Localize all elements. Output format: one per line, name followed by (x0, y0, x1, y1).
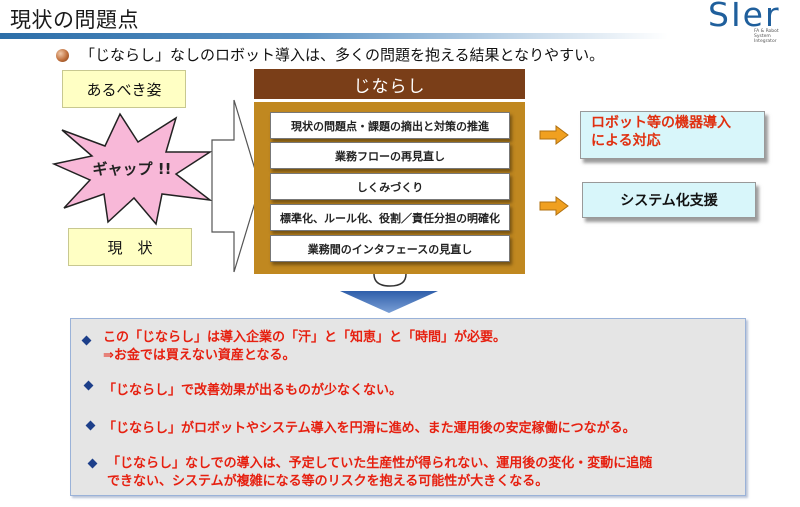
jinarashi-item: 業務フローの再見直し (270, 142, 510, 169)
right-arrow-icon (539, 196, 569, 216)
robot-introduction-box: ロボット等の機器導入 による対応 (580, 111, 765, 159)
ideal-state-box: あるべき姿 (62, 70, 186, 108)
system-support-label: システム化支援 (620, 193, 718, 209)
sphere-bullet-icon (56, 49, 69, 62)
robot-box-line1: ロボット等の機器導入 (591, 115, 731, 131)
company-logo: SIer FA & Robot System Integrator (708, 0, 792, 44)
jinarashi-item: 現状の問題点・課題の摘出と対策の推進 (270, 112, 510, 139)
jinarashi-header: じならし (254, 69, 525, 99)
summary-bullet-1-line2: ⇒お金では買えない資産となる。 (103, 348, 296, 363)
logo-tagline: FA & Robot System Integrator (754, 29, 779, 44)
gap-burst-shape: ギャップ !! (51, 112, 213, 226)
summary-bullet-3: 「じならし」がロボットやシステム導入を円滑に進め、また運用後の安定稼働につながる… (103, 421, 636, 436)
summary-bullet-4-line2: できない、システムが複雑になる等のリスクを抱える可能性が大きくなる。 (107, 474, 549, 489)
gap-label: ギャップ !! (93, 160, 172, 178)
current-state-label: 現 状 (107, 238, 153, 257)
jinarashi-item: 業務間のインタフェースの見直し (270, 235, 510, 262)
logo-wordmark: SIer (708, 0, 781, 34)
diamond-bullet-icon (85, 420, 96, 431)
slide-title: 現状の問題点 (10, 8, 139, 32)
jinarashi-item: しくみづくり (270, 173, 510, 200)
current-state-box: 現 状 (68, 228, 192, 266)
jinarashi-item: 標準化、ルール化、役割／責任分担の明確化 (270, 204, 510, 231)
summary-panel: この「じならし」は導入企業の「汗」と「知恵」と「時間」が必要。 ⇒お金では買えな… (70, 318, 746, 496)
summary-bullet-4-line1: 「じならし」なしでの導入は、予定していた生産性が得られない、運用後の変化・変動に… (107, 456, 653, 471)
system-support-box: システム化支援 (582, 182, 756, 218)
right-arrow-icon (539, 125, 569, 145)
jinarashi-title: じならし (353, 76, 426, 97)
gap-burst-star (51, 112, 213, 226)
down-arrow-icon (340, 291, 438, 313)
diamond-bullet-icon (81, 335, 92, 346)
diamond-bullet-icon (87, 458, 98, 469)
header-divider (0, 33, 668, 39)
subtitle: 「じならし」なしのロボット導入は、多くの問題を抱える結果となりやすい。 (80, 46, 605, 64)
diamond-bullet-icon (83, 380, 94, 391)
big-right-arrow-icon (211, 99, 261, 273)
ideal-state-label: あるべき姿 (86, 80, 162, 99)
summary-bullet-2: 「じならし」で改善効果が出るものが少なくない。 (103, 383, 403, 398)
summary-bullet-1-line1: この「じならし」は導入企業の「汗」と「知恵」と「時間」が必要。 (103, 330, 507, 345)
bracket-icon (373, 273, 407, 287)
robot-box-line2: による対応 (591, 133, 661, 149)
